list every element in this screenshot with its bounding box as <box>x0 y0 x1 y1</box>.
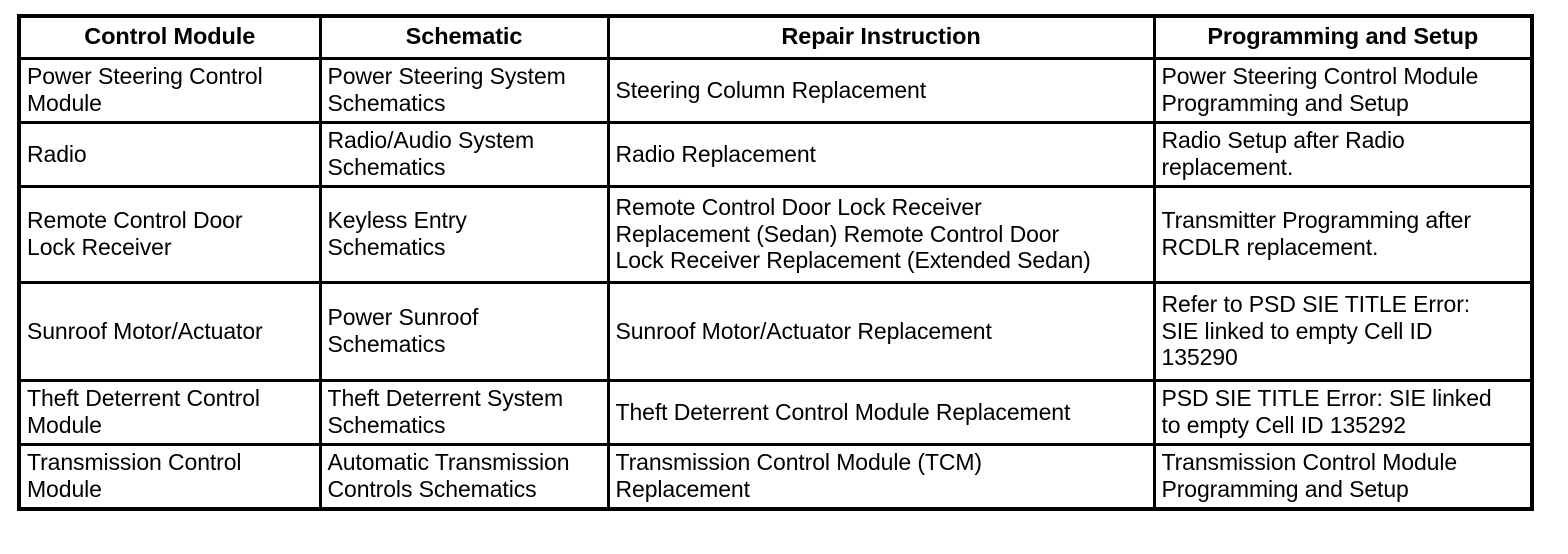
cell-control-module: Power Steering Control Module <box>17 57 322 124</box>
cell-repair-instruction: Remote Control Door Lock Receiver Replac… <box>606 185 1156 284</box>
table-header: Control Module Schematic Repair Instruct… <box>17 14 1534 60</box>
cell-repair-instruction-text: Radio Replacement <box>615 140 816 167</box>
cell-repair-instruction-text: Remote Control Door Lock Receiver Replac… <box>615 193 1091 274</box>
cell-programming-and-setup-text: Transmitter Programming after RCDLR repl… <box>1161 207 1471 260</box>
cell-control-module-text: Theft Deterrent Control Module <box>27 385 260 438</box>
cell-control-module: Radio <box>17 121 322 188</box>
column-header-repair-instruction: Repair Instruction <box>606 14 1156 60</box>
cell-programming-and-setup: Radio Setup after Radio replacement. <box>1152 121 1534 188</box>
table-body: Power Steering Control Module Power Stee… <box>17 57 1534 511</box>
cell-schematic-text: Keyless Entry Schematics <box>327 207 467 260</box>
cell-schematic: Theft Deterrent System Schematics <box>318 379 610 446</box>
cell-control-module-text: Power Steering Control Module <box>27 63 263 116</box>
cell-repair-instruction-text: Sunroof Motor/Actuator Replacement <box>615 317 992 344</box>
column-header-control-module-label: Control Module <box>84 23 256 50</box>
cell-control-module: Theft Deterrent Control Module <box>17 379 322 446</box>
cell-schematic: Radio/Audio System Schematics <box>318 121 610 188</box>
cell-schematic-text: Power Sunroof Schematics <box>327 304 479 357</box>
cell-schematic-text: Radio/Audio System Schematics <box>327 127 535 180</box>
table-header-row: Control Module Schematic Repair Instruct… <box>17 14 1534 60</box>
cell-schematic: Automatic Transmission Controls Schemati… <box>318 443 610 511</box>
column-header-schematic-label: Schematic <box>405 23 523 50</box>
cell-repair-instruction-text: Theft Deterrent Control Module Replaceme… <box>615 398 1071 425</box>
cell-repair-instruction-text: Steering Column Replacement <box>615 76 927 103</box>
column-header-programming-and-setup-label: Programming and Setup <box>1207 23 1479 50</box>
column-header-schematic: Schematic <box>318 14 610 60</box>
cell-schematic: Power Steering System Schematics <box>318 57 610 124</box>
cell-repair-instruction: Transmission Control Module (TCM) Replac… <box>606 443 1156 511</box>
cell-control-module: Transmission Control Module <box>17 443 322 511</box>
cell-repair-instruction: Steering Column Replacement <box>606 57 1156 124</box>
cell-repair-instruction: Sunroof Motor/Actuator Replacement <box>606 281 1156 382</box>
cell-control-module: Sunroof Motor/Actuator <box>17 281 322 382</box>
table-row: Theft Deterrent Control Module Theft Det… <box>17 379 1534 446</box>
table-row: Power Steering Control Module Power Stee… <box>17 57 1534 124</box>
cell-programming-and-setup-text: Power Steering Control Module Programmin… <box>1161 63 1479 116</box>
cell-programming-and-setup-text: PSD SIE TITLE Error: SIE linked to empty… <box>1161 385 1492 438</box>
cell-control-module-text: Transmission Control Module <box>27 449 242 502</box>
cell-schematic: Power Sunroof Schematics <box>318 281 610 382</box>
cell-control-module: Remote Control Door Lock Receiver <box>17 185 322 284</box>
cell-schematic-text: Automatic Transmission Controls Schemati… <box>327 449 570 502</box>
table-row: Transmission Control Module Automatic Tr… <box>17 443 1534 511</box>
cell-schematic-text: Theft Deterrent System Schematics <box>327 385 564 438</box>
cell-repair-instruction: Theft Deterrent Control Module Replaceme… <box>606 379 1156 446</box>
cell-programming-and-setup: Transmitter Programming after RCDLR repl… <box>1152 185 1534 284</box>
cell-programming-and-setup: Power Steering Control Module Programmin… <box>1152 57 1534 124</box>
cell-repair-instruction: Radio Replacement <box>606 121 1156 188</box>
column-header-repair-instruction-label: Repair Instruction <box>781 23 981 50</box>
cell-programming-and-setup: Refer to PSD SIE TITLE Error: SIE linked… <box>1152 281 1534 382</box>
cell-programming-and-setup-text: Transmission Control Module Programming … <box>1161 449 1458 502</box>
cell-programming-and-setup-text: Radio Setup after Radio replacement. <box>1161 127 1405 180</box>
column-header-programming-and-setup: Programming and Setup <box>1152 14 1534 60</box>
cell-control-module-text: Remote Control Door Lock Receiver <box>27 207 243 260</box>
column-header-control-module: Control Module <box>17 14 322 60</box>
cell-schematic: Keyless Entry Schematics <box>318 185 610 284</box>
cell-programming-and-setup: PSD SIE TITLE Error: SIE linked to empty… <box>1152 379 1534 446</box>
cell-programming-and-setup: Transmission Control Module Programming … <box>1152 443 1534 511</box>
cell-control-module-text: Sunroof Motor/Actuator <box>27 317 263 344</box>
repair-reference-table: Control Module Schematic Repair Instruct… <box>17 14 1534 511</box>
cell-schematic-text: Power Steering System Schematics <box>327 63 566 116</box>
table-row: Remote Control Door Lock Receiver Keyles… <box>17 185 1534 284</box>
cell-programming-and-setup-text: Refer to PSD SIE TITLE Error: SIE linked… <box>1161 290 1471 371</box>
table-row: Sunroof Motor/Actuator Power Sunroof Sch… <box>17 281 1534 382</box>
cell-control-module-text: Radio <box>27 140 87 167</box>
repair-reference-table-wrapper: Control Module Schematic Repair Instruct… <box>17 14 1534 511</box>
table-row: Radio Radio/Audio System Schematics Radi… <box>17 121 1534 188</box>
cell-repair-instruction-text: Transmission Control Module (TCM) Replac… <box>615 449 983 502</box>
